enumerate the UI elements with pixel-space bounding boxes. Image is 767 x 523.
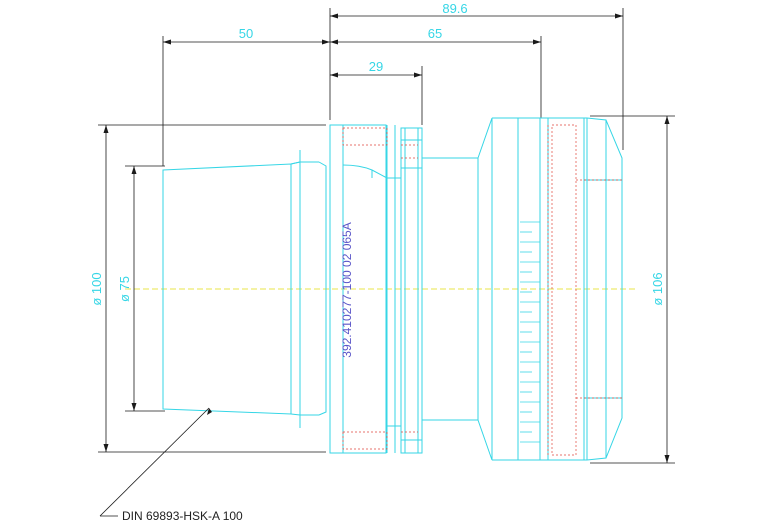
hsk-callout-label: DIN 69893-HSK-A 100 xyxy=(122,509,243,523)
dim-dia-75-label: ø 75 xyxy=(117,276,132,302)
dim-50-label: 50 xyxy=(239,26,253,41)
dimension-dia-75: ø 75 xyxy=(117,165,165,412)
dimension-shank-length: 50 xyxy=(162,26,330,166)
head-hidden-lines xyxy=(547,124,622,456)
dimension-dia-106: ø 106 xyxy=(590,115,675,464)
dimension-overall-length: 89.6 xyxy=(329,1,624,150)
dimension-dia-100: ø 100 xyxy=(89,124,326,453)
flange-body xyxy=(329,124,478,454)
part-number: 392.410277-100 02 065A xyxy=(340,222,354,357)
dim-89-6-label: 89.6 xyxy=(442,1,467,16)
dim-29-label: 29 xyxy=(369,59,383,74)
dim-65-label: 65 xyxy=(428,26,442,41)
scale-ticks xyxy=(520,221,540,443)
hsk-taper-shank xyxy=(162,150,327,428)
dim-dia-106-label: ø 106 xyxy=(650,272,665,305)
callout-leader xyxy=(99,407,212,517)
dim-dia-100-label: ø 100 xyxy=(89,272,104,305)
dimension-flange-to-end: 65 xyxy=(330,26,542,118)
dimension-flange-to-groove: 29 xyxy=(330,59,423,125)
flange-hidden-lines xyxy=(342,127,418,450)
